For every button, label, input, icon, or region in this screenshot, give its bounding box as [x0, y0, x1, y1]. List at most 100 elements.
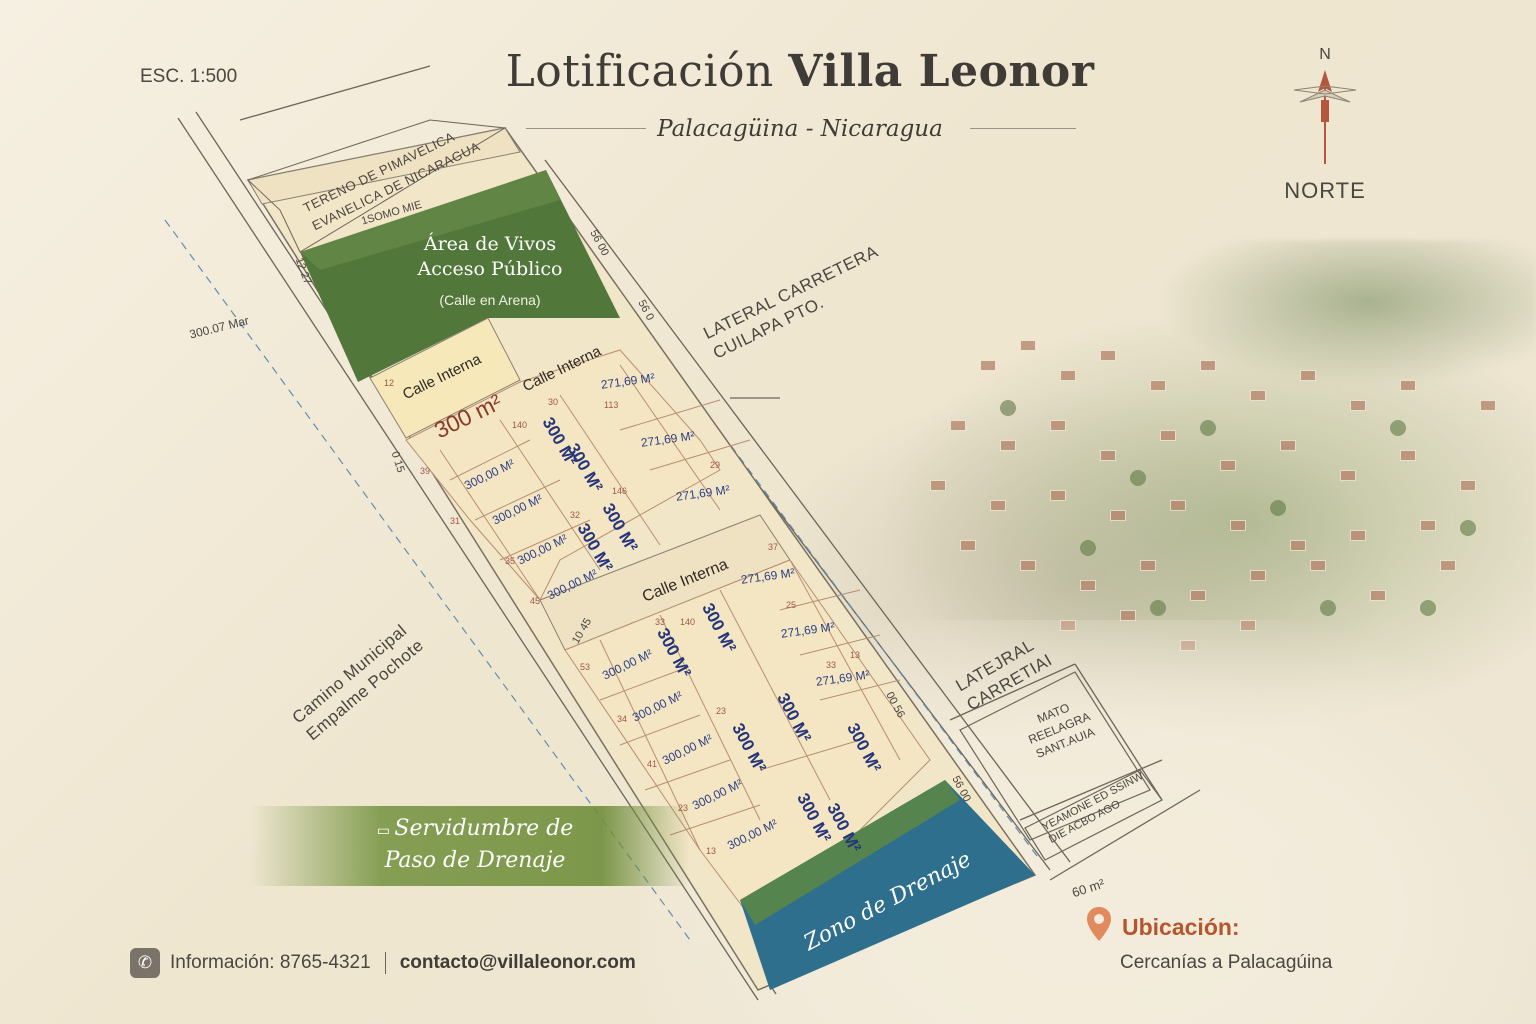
phone-icon: ✆: [130, 948, 160, 978]
lot-number: 30: [548, 397, 559, 407]
compass-rose-icon: [1293, 70, 1357, 164]
aerial-tree: [1420, 600, 1436, 616]
subtitle-divider-left: [526, 128, 646, 129]
lot-number: 41: [647, 759, 658, 769]
subtitle-divider-right: [970, 128, 1076, 129]
aerial-house: [1020, 560, 1036, 571]
aerial-house: [1350, 400, 1366, 411]
aerial-house: [1190, 590, 1206, 601]
lot-number: 13: [706, 846, 717, 856]
aerial-house: [960, 540, 976, 551]
compass-label: NORTE: [1284, 178, 1366, 203]
lot-number: 53: [580, 662, 591, 672]
aerial-house: [1250, 570, 1266, 581]
lot-number: 25: [786, 600, 797, 610]
footer-info: ✆ Información: 8765-4321 contacto@villal…: [130, 948, 636, 978]
aerial-house: [1420, 520, 1436, 531]
lot-number: 32: [570, 510, 581, 520]
location-title: Ubicación:: [1122, 914, 1240, 940]
aerial-tree: [1080, 540, 1096, 556]
aerial-tree: [1150, 600, 1166, 616]
aerial-house: [1370, 590, 1386, 601]
lot-number: 23: [716, 706, 727, 716]
aerial-house: [1400, 380, 1416, 391]
page-title: Lotificación Villa Leonor: [500, 46, 1100, 97]
aerial-house: [1140, 560, 1156, 571]
aerial-tree: [1320, 600, 1336, 616]
aerial-house: [1480, 400, 1496, 411]
footer-separator: [384, 952, 386, 974]
aerial-tree: [1460, 520, 1476, 536]
servidumbre-banner: [250, 806, 690, 886]
lot-number: 140: [680, 617, 696, 627]
lot-number: 146: [612, 486, 628, 496]
lot-number: 13: [850, 650, 861, 660]
location-subtitle: Cercanías a Palacagúina: [1120, 952, 1333, 973]
lot-number: 33: [655, 617, 666, 627]
title-regular: Lotificación: [505, 46, 789, 97]
aerial-house: [1080, 580, 1096, 591]
aerial-house: [1100, 450, 1116, 461]
aerial-tree: [1130, 470, 1146, 486]
aerial-house: [1110, 510, 1126, 521]
aerial-house: [1310, 560, 1326, 571]
green-area-title: Área de Vivos Acceso Público: [400, 232, 580, 282]
aerial-tree: [1390, 420, 1406, 436]
aerial-house: [1300, 370, 1316, 381]
green-area-subtitle: (Calle en Arena): [439, 292, 541, 308]
aerial-house: [1050, 420, 1066, 431]
aerial-house: [1350, 530, 1366, 541]
scale-label: ESC. 1:500: [140, 66, 238, 87]
aerial-house: [1340, 470, 1356, 481]
drainage-water: [740, 780, 1035, 990]
lot-number: 29: [710, 460, 721, 470]
lot-number: 33: [826, 660, 837, 670]
lot-number: 39: [420, 466, 431, 476]
lot-number: 35: [505, 556, 516, 566]
aerial-house: [1200, 360, 1216, 371]
subtitle: Palacagüina - Nicaragua: [657, 116, 943, 142]
aerial-house: [1060, 370, 1076, 381]
aerial-tree: [1270, 500, 1286, 516]
aerial-tree: [1000, 400, 1016, 416]
aerial-house: [1170, 500, 1186, 511]
tag-icon: ▭: [376, 823, 395, 839]
email-link[interactable]: contacto@villaleonor.com: [399, 952, 636, 973]
aerial-house: [1160, 430, 1176, 441]
aerial-house: [1100, 350, 1116, 361]
aerial-house: [1400, 450, 1416, 461]
aerial-house: [1150, 380, 1166, 391]
servidumbre-label: ▭ Servidumbre de Paso de Drenaje: [360, 814, 590, 876]
aerial-house: [1020, 340, 1036, 351]
aerial-house: [1000, 440, 1016, 451]
aerial-house: [1220, 460, 1236, 471]
lot-number: 37: [768, 542, 779, 552]
servidumbre-text: Servidumbre de Paso de Drenaje: [384, 816, 574, 873]
aerial-house: [1230, 520, 1246, 531]
green-area-title-text: Área de Vivos Acceso Público: [417, 233, 563, 280]
aerial-house: [1460, 480, 1476, 491]
green-area: [300, 170, 620, 382]
lot-number: 45: [530, 596, 541, 606]
aerial-tree: [1200, 420, 1216, 436]
aerial-house: [990, 500, 1006, 511]
info-phone[interactable]: Información: 8765-4321: [170, 952, 371, 973]
location-pin-icon: [1087, 907, 1111, 941]
lot-number: 113: [604, 400, 619, 410]
lot-number: 140: [512, 420, 528, 430]
compass-n: N: [1319, 46, 1331, 63]
aerial-house: [1290, 540, 1306, 551]
aerial-house: [1280, 440, 1296, 451]
lot-number: 12: [384, 378, 395, 388]
lot-number: 34: [617, 714, 628, 724]
lot-number: 31: [450, 516, 461, 526]
aerial-house: [980, 360, 996, 371]
aerial-house: [1440, 560, 1456, 571]
aerial-house: [930, 480, 946, 491]
aerial-house: [1250, 390, 1266, 401]
title-bold: Villa Leonor: [788, 46, 1095, 97]
aerial-house: [950, 420, 966, 431]
aerial-house: [1050, 490, 1066, 501]
